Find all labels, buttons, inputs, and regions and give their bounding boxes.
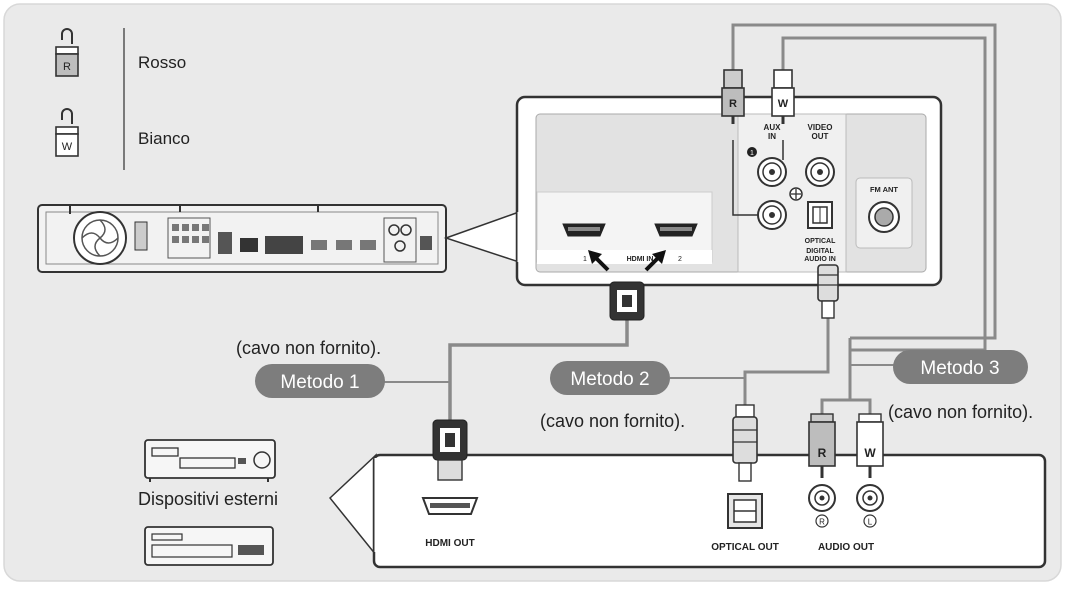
bottom-red-plug-letter: R: [818, 446, 827, 460]
method-2-cable: [743, 318, 830, 408]
method-3-cable-r: [820, 338, 852, 414]
bottom-white-plug-letter: W: [864, 446, 876, 460]
red-plug-icon: R: [55, 28, 79, 77]
digital-label: DIGITAL: [806, 248, 834, 255]
aux-label: AUX: [764, 123, 782, 132]
audio-out-jack-l: L: [856, 484, 884, 528]
bottom-red-plug-icon: R: [808, 413, 836, 478]
home-theater-unit: [37, 204, 447, 273]
digital-audio-in-label: AUDIO IN: [804, 256, 836, 263]
method-3-label: Metodo 3: [920, 358, 999, 379]
optical-plug-bottom-icon: [732, 404, 758, 482]
method-2-label: Metodo 2: [570, 369, 649, 390]
bottom-white-plug-icon: W: [856, 413, 884, 478]
fm-ant-label: FM ANT: [870, 185, 898, 194]
back-panel-zoom: 1 HDMI IN 2 AUX IN 1 VIDEO OUT: [515, 95, 943, 287]
white-plug-letter: W: [62, 141, 73, 153]
method-3-badge: Metodo 3: [893, 350, 1028, 384]
hdmi-out-label: HDMI OUT: [425, 538, 474, 549]
legend-white-label: Bianco: [138, 129, 190, 148]
optical-label: OPTICAL: [805, 238, 836, 245]
method-2-badge: Metodo 2: [550, 361, 670, 395]
audio-out-label: AUDIO OUT: [818, 542, 874, 553]
red-plug-letter: R: [63, 61, 71, 73]
top-white-plug-letter: W: [778, 98, 789, 110]
ground-symbol-icon: [789, 187, 803, 201]
hdmi-plug-top-icon: [609, 281, 645, 321]
jack-l-letter: L: [868, 518, 873, 527]
white-plug-icon: W: [55, 108, 79, 157]
top-white-plug-icon: W: [771, 69, 795, 124]
aux-in-label: IN: [768, 132, 776, 141]
optical-plug-top-icon: [817, 264, 839, 319]
speaker-terminal-icons: [172, 224, 209, 243]
fan-icon: [73, 211, 127, 265]
video-label: VIDEO: [808, 123, 833, 132]
aux-in-jack-l: [757, 200, 787, 230]
hdmi-in-port-1: [562, 223, 606, 237]
method-3-cable-w: [850, 398, 872, 414]
method-2-note: (cavo non fornito).: [540, 411, 685, 431]
fm-antenna-jack: [868, 201, 900, 233]
top-red-plug-letter: R: [729, 98, 737, 110]
method-3-cable: [731, 23, 997, 340]
method-1-badge: Metodo 1: [255, 364, 385, 398]
external-devices-label: Dispositivi esterni: [138, 489, 278, 509]
external-device-panel: [372, 453, 1047, 569]
aux-index-dot: [747, 147, 757, 157]
aux-in-jack-r: [757, 157, 787, 187]
method-1-note: (cavo non fornito).: [236, 338, 381, 358]
method-3-note: (cavo non fornito).: [888, 402, 1033, 422]
legend-red-label: Rosso: [138, 53, 186, 72]
aux-index: 1: [750, 150, 754, 157]
optical-in-port: [807, 201, 833, 229]
hdmi-2-index: 2: [678, 256, 682, 263]
legend: R Rosso W Bianco: [55, 28, 190, 170]
video-out-label: OUT: [812, 132, 829, 141]
receiver-box-icon: [144, 526, 274, 566]
video-out-jack: [805, 157, 835, 187]
hdmi-in-label: HDMI IN: [627, 256, 654, 263]
top-red-plug-icon: R: [721, 69, 745, 124]
jack-r-letter: R: [819, 518, 825, 527]
dvd-player-icon: [144, 439, 276, 482]
hdmi-1-index: 1: [583, 256, 587, 263]
hdmi-in-port-2: [654, 223, 698, 237]
optical-out-label: OPTICAL OUT: [711, 542, 779, 553]
hdmi-plug-bottom-icon: [432, 419, 468, 481]
hdmi-out-port: [421, 497, 479, 515]
optical-out-port: [727, 493, 763, 529]
method-1-label: Metodo 1: [280, 372, 359, 393]
audio-out-jack-r: R: [808, 484, 836, 528]
hdmi-insert-arrows: [588, 250, 666, 272]
aux-wire-r: [732, 140, 758, 216]
